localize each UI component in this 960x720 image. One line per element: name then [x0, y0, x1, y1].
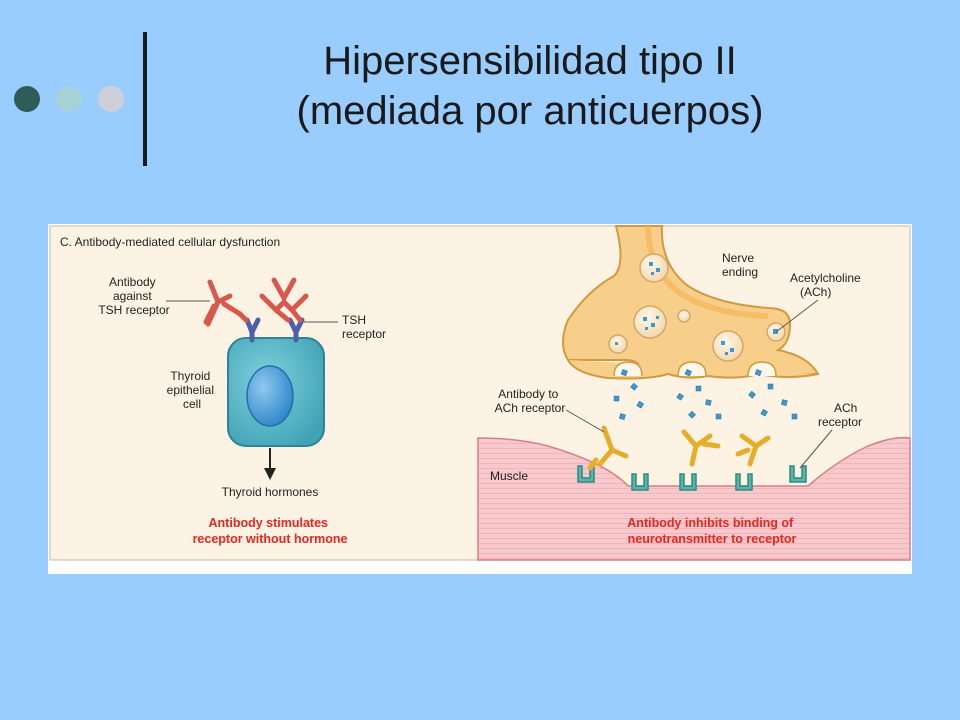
antibody-ach-label: Antibody to ACh receptor: [495, 387, 566, 415]
right-caption: Antibody inhibits binding of neurotransm…: [627, 516, 796, 546]
thyroid-cell-label: Thyroid epithelial cell: [167, 369, 218, 411]
title-divider: [143, 32, 147, 166]
panel-label: C. Antibody-mediated cellular dysfunctio…: [60, 235, 280, 249]
acetylcholine-molecules: [613, 369, 798, 420]
dot-light-gray: [98, 86, 124, 112]
slide-title: Hipersensibilidad tipo II (mediada por a…: [170, 36, 890, 136]
cell-nucleus: [246, 365, 294, 427]
antibody-left: [203, 279, 249, 327]
tsh-receptor-label: TSH receptor: [342, 313, 386, 341]
thyroid-cell: [227, 337, 325, 447]
antibody-right: [259, 277, 309, 323]
figure-panel: C. Antibody-mediated cellular dysfunctio…: [48, 224, 912, 574]
decorative-dots: [14, 86, 124, 114]
hormone-arrow: [264, 448, 276, 480]
title-line-2: (mediada por anticuerpos): [296, 89, 764, 133]
tsh-receptor-left: [244, 317, 261, 343]
tsh-receptor-right: [287, 317, 305, 343]
dot-light-teal: [56, 86, 82, 112]
thyroid-hormones-label: Thyroid hormones: [222, 485, 319, 499]
nerve-ending-label: Nerve ending: [722, 251, 758, 279]
muscle-tissue: [477, 436, 911, 561]
ach-receptor-antibodies: [587, 425, 771, 471]
ach-receptors: [577, 465, 807, 491]
ach-receptor-label: ACh receptor: [818, 401, 862, 429]
release-sites: [613, 361, 777, 377]
acetylcholine-label: Acetylcholine (ACh): [790, 271, 864, 299]
title-line-1: Hipersensibilidad tipo II: [323, 39, 737, 83]
left-caption: Antibody stimulates receptor without hor…: [193, 516, 348, 546]
muscle-label: Muscle: [490, 469, 528, 483]
synaptic-vesicles: [608, 253, 786, 362]
dot-dark: [14, 86, 40, 112]
antibody-tsh-label: Antibody against TSH receptor: [98, 275, 169, 317]
